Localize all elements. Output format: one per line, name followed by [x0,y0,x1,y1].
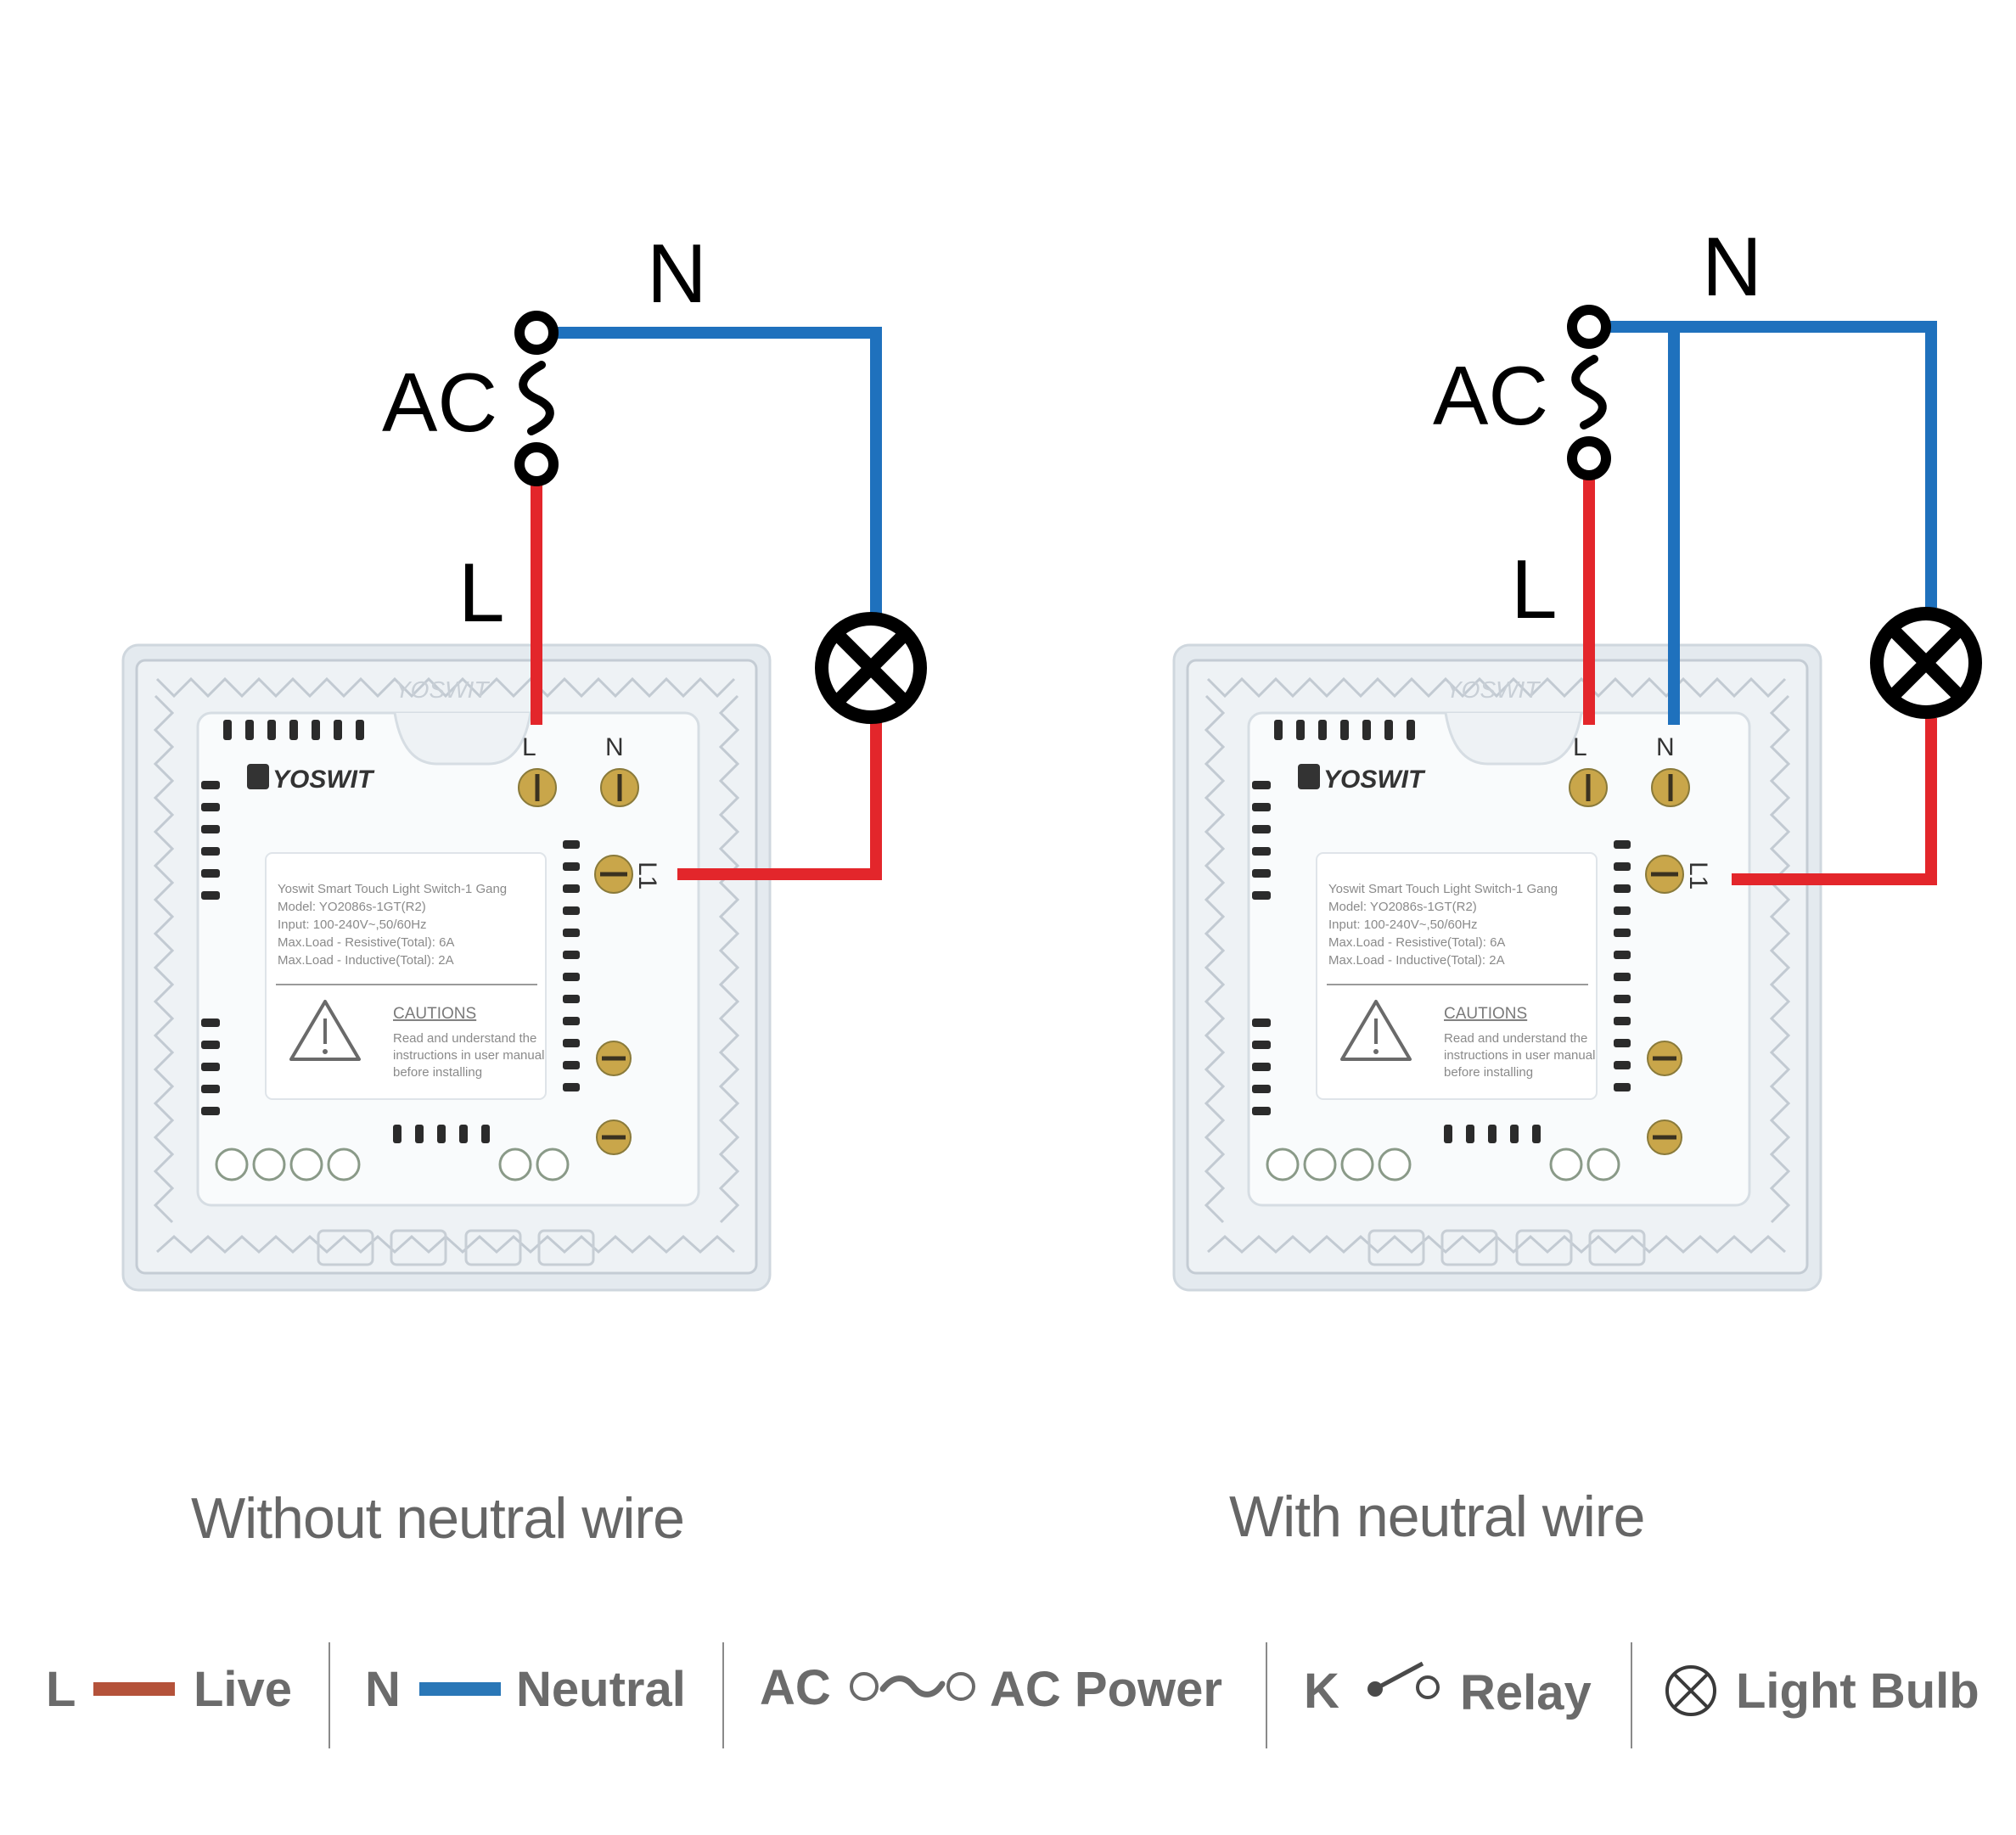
panel-caption: With neutral wire [1229,1484,1644,1549]
panel-with-neutral: YOSWIT YOSWIT L N L1 Yoswit Smart Touch … [1174,220,1982,1549]
switch-back-plate: YOSWIT YOSWIT L N L1 Yoswit Smart Touch … [1174,645,1821,1290]
neutral-wire-label: N [1702,220,1762,313]
ac-power-symbol-icon [850,1672,975,1701]
legend-item-ac-power: AC AC Power [760,1660,1222,1717]
legend-item-relay: K Relay [1304,1661,1592,1720]
brand-name-embossed: YOSWIT [1446,676,1541,703]
legend-label: Live [194,1662,292,1717]
spec-line: Max.Load - Resistive(Total): 6A [1328,935,1505,950]
spec-line: Max.Load - Inductive(Total): 2A [278,953,454,968]
spec-line: Model: YO2086s-1GT(R2) [1328,900,1477,914]
light-bulb-symbol-icon [1665,1665,1716,1716]
legend-label: Light Bulb [1736,1664,1979,1719]
legend-key: AC [760,1660,831,1715]
brand-logo: YOSWIT YOSWIT [247,676,490,794]
caution-title: CAUTIONS [393,1005,476,1023]
brand-name: YOSWIT [1323,766,1426,794]
live-wire-line-icon [93,1682,175,1696]
load-wire [1732,718,1937,885]
spec-line: Model: YO2086s-1GT(R2) [278,900,426,914]
terminal-label-neutral: N [1656,733,1675,761]
brand-name-embossed: YOSWIT [395,676,490,703]
panel-without-neutral: YOSWIT YOSWIT L N L1 Yoswit Smart Touch … [123,227,927,1551]
spec-line: Input: 100-240V~,50/60Hz [1328,918,1478,932]
light-bulb-symbol-icon [815,612,927,724]
caution-line: before installing [1444,1065,1533,1080]
spec-line: Max.Load - Inductive(Total): 2A [1328,953,1505,968]
spec-line: Yoswit Smart Touch Light Switch-1 Gang [278,882,507,896]
spec-line: Max.Load - Resistive(Total): 6A [278,935,454,950]
legend-item-neutral: N Neutral [365,1662,686,1717]
spec-line: Yoswit Smart Touch Light Switch-1 Gang [1328,882,1558,896]
live-wire-label: L [458,546,505,639]
switch-back-plate: YOSWIT YOSWIT L N L1 Yoswit Smart Touch … [123,645,770,1290]
ac-label: AC [382,356,497,449]
ac-label: AC [1433,349,1548,442]
legend-key: L [46,1662,76,1717]
caution-line: before installing [393,1065,482,1080]
terminal-label-live: L [1573,733,1587,761]
brand-logo: YOSWIT YOSWIT [1298,676,1541,794]
neutral-wire [1589,321,1937,608]
neutral-wire [536,327,882,614]
brand-name: YOSWIT [272,766,375,794]
neutral-wire-label: N [647,227,707,320]
panel-caption: Without neutral wire [191,1486,684,1551]
caution-line: Read and understand the [1444,1031,1587,1046]
relay-symbol-icon [1367,1661,1440,1699]
light-bulb-symbol-icon [1870,607,1982,719]
legend-key: N [365,1662,401,1717]
neutral-wire-line-icon [419,1682,501,1696]
terminal-label-load: L1 [1684,861,1712,889]
terminal-label-live: L [522,733,536,761]
legend-item-live: L Live [46,1662,292,1717]
spec-line: Input: 100-240V~,50/60Hz [278,918,427,932]
legend: L Live N Neutral AC AC Power K [46,1642,1979,1748]
legend-item-light-bulb: Light Bulb [1665,1664,1979,1719]
legend-label: AC Power [990,1662,1222,1717]
terminal-label-neutral: N [605,733,624,761]
load-wire [677,720,882,880]
terminal-label-load: L1 [633,861,661,889]
ac-source-symbol-icon [514,311,559,486]
caution-line: instructions in user manual [1444,1048,1595,1063]
spec-label: Yoswit Smart Touch Light Switch-1 Gang M… [1328,882,1595,1080]
legend-key: K [1304,1664,1339,1719]
legend-label: Relay [1460,1665,1592,1720]
live-wire-label: L [1511,542,1558,636]
spec-label: Yoswit Smart Touch Light Switch-1 Gang M… [278,882,544,1080]
caution-title: CAUTIONS [1444,1005,1527,1023]
caution-line: instructions in user manual [393,1048,544,1063]
ac-source-symbol-icon [1567,305,1611,480]
legend-label: Neutral [516,1662,686,1717]
caution-line: Read and understand the [393,1031,536,1046]
